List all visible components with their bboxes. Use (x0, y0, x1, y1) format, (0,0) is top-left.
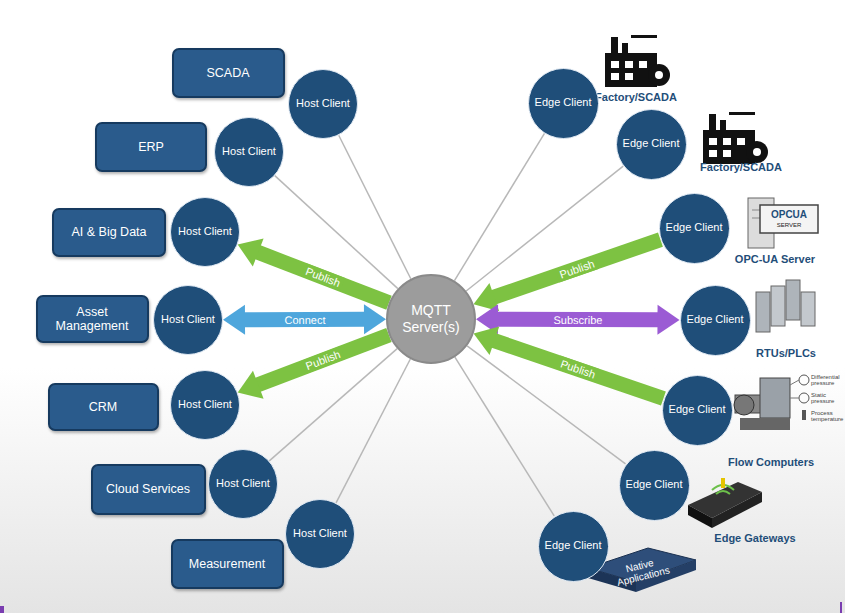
node-text: Edge Client (687, 313, 744, 327)
node-text: AI & Big Data (71, 225, 146, 239)
icon-text: Differential pressure (811, 374, 841, 386)
arrow-label: Publish (301, 263, 345, 291)
icon-caption: OPC-UA Server (735, 253, 815, 265)
broker-circle: MQTT Server(s) (386, 274, 476, 364)
node-text: Host Client (178, 225, 232, 239)
icon-text: Static pressure (811, 392, 841, 404)
flow-arrow (238, 238, 389, 302)
factory-icon (703, 112, 768, 164)
link-line (339, 135, 411, 279)
icon-caption: Edge Gateways (714, 532, 795, 544)
node-text: CRM (89, 400, 117, 414)
system-box: Asset Management (36, 295, 149, 343)
client-circle: Host Client (170, 197, 240, 267)
arrow-label: Publish (556, 356, 600, 383)
flow-arrow (474, 240, 661, 312)
gateway-icon (688, 478, 762, 528)
system-box: CRM (48, 383, 159, 431)
node-text: Host Client (161, 313, 215, 327)
client-circle: Edge Client (528, 68, 599, 139)
system-box: AI & Big Data (52, 208, 166, 257)
client-circle: Host Client (170, 370, 240, 440)
client-circle: Edge Client (662, 375, 733, 446)
node-text: Edge Client (626, 478, 683, 492)
node-text: Asset Management (46, 305, 139, 333)
icon-caption: Flow Computers (728, 456, 814, 468)
link-line (269, 349, 397, 461)
arrow-label: Subscribe (550, 312, 605, 326)
link-line (336, 359, 410, 503)
node-text: Edge Client (545, 539, 602, 553)
flow-arrow (474, 326, 664, 398)
client-circle: Host Client (208, 449, 278, 519)
client-circle: Edge Client (538, 511, 609, 582)
flow-arrow (476, 304, 680, 335)
node-text: Host Client (296, 97, 350, 111)
flow-arrow (223, 304, 386, 334)
client-circle: Edge Client (659, 193, 730, 264)
icon-text: OPCUA (771, 209, 807, 220)
system-box: SCADA (172, 48, 285, 98)
node-text: ERP (138, 140, 164, 154)
client-circle: Host Client (214, 117, 284, 187)
client-circle: Edge Client (619, 450, 690, 521)
edge-mark (0, 606, 4, 613)
client-circle: Edge Client (680, 285, 751, 356)
icon-caption: Factory/SCADA (700, 161, 782, 173)
plc-icon (756, 280, 815, 332)
link-line (455, 357, 554, 516)
node-text: Host Client (178, 398, 232, 412)
client-circle: Host Client (285, 499, 355, 569)
node-text: Host Client (222, 145, 276, 159)
node-text: SCADA (206, 66, 249, 80)
node-text: Host Client (293, 527, 347, 541)
node-text: Host Client (216, 477, 270, 491)
icon-text: SERVER (777, 222, 802, 228)
node-text: Edge Client (669, 403, 726, 417)
node-text: Measurement (189, 557, 265, 571)
system-box: Measurement (171, 539, 284, 589)
system-box: Cloud Services (91, 464, 206, 515)
edge-mark (840, 602, 842, 613)
client-circle: Host Client (288, 69, 358, 139)
icon-text: Process temperature (811, 410, 841, 422)
node-text: MQTT Server(s) (394, 302, 468, 336)
arrow-label: Publish (301, 346, 345, 374)
link-line (454, 133, 544, 280)
link-line (467, 346, 625, 464)
factory-icon (605, 35, 670, 87)
node-text: Edge Client (623, 137, 680, 151)
node-text: Edge Client (535, 96, 592, 110)
node-text: Edge Client (666, 221, 723, 235)
client-circle: Host Client (153, 285, 223, 355)
arrow-label: Connect (281, 312, 328, 326)
icon-caption: Factory/SCADA (595, 91, 677, 103)
system-box: ERP (95, 122, 207, 172)
client-circle: Edge Client (616, 109, 687, 180)
flow-arrow (238, 335, 389, 399)
arrow-label: Publish (555, 255, 599, 282)
server-icon (748, 198, 818, 248)
node-text: Cloud Services (106, 482, 190, 496)
flow-computer-icon (734, 375, 809, 430)
icon-caption: RTUs/PLCs (756, 347, 816, 359)
